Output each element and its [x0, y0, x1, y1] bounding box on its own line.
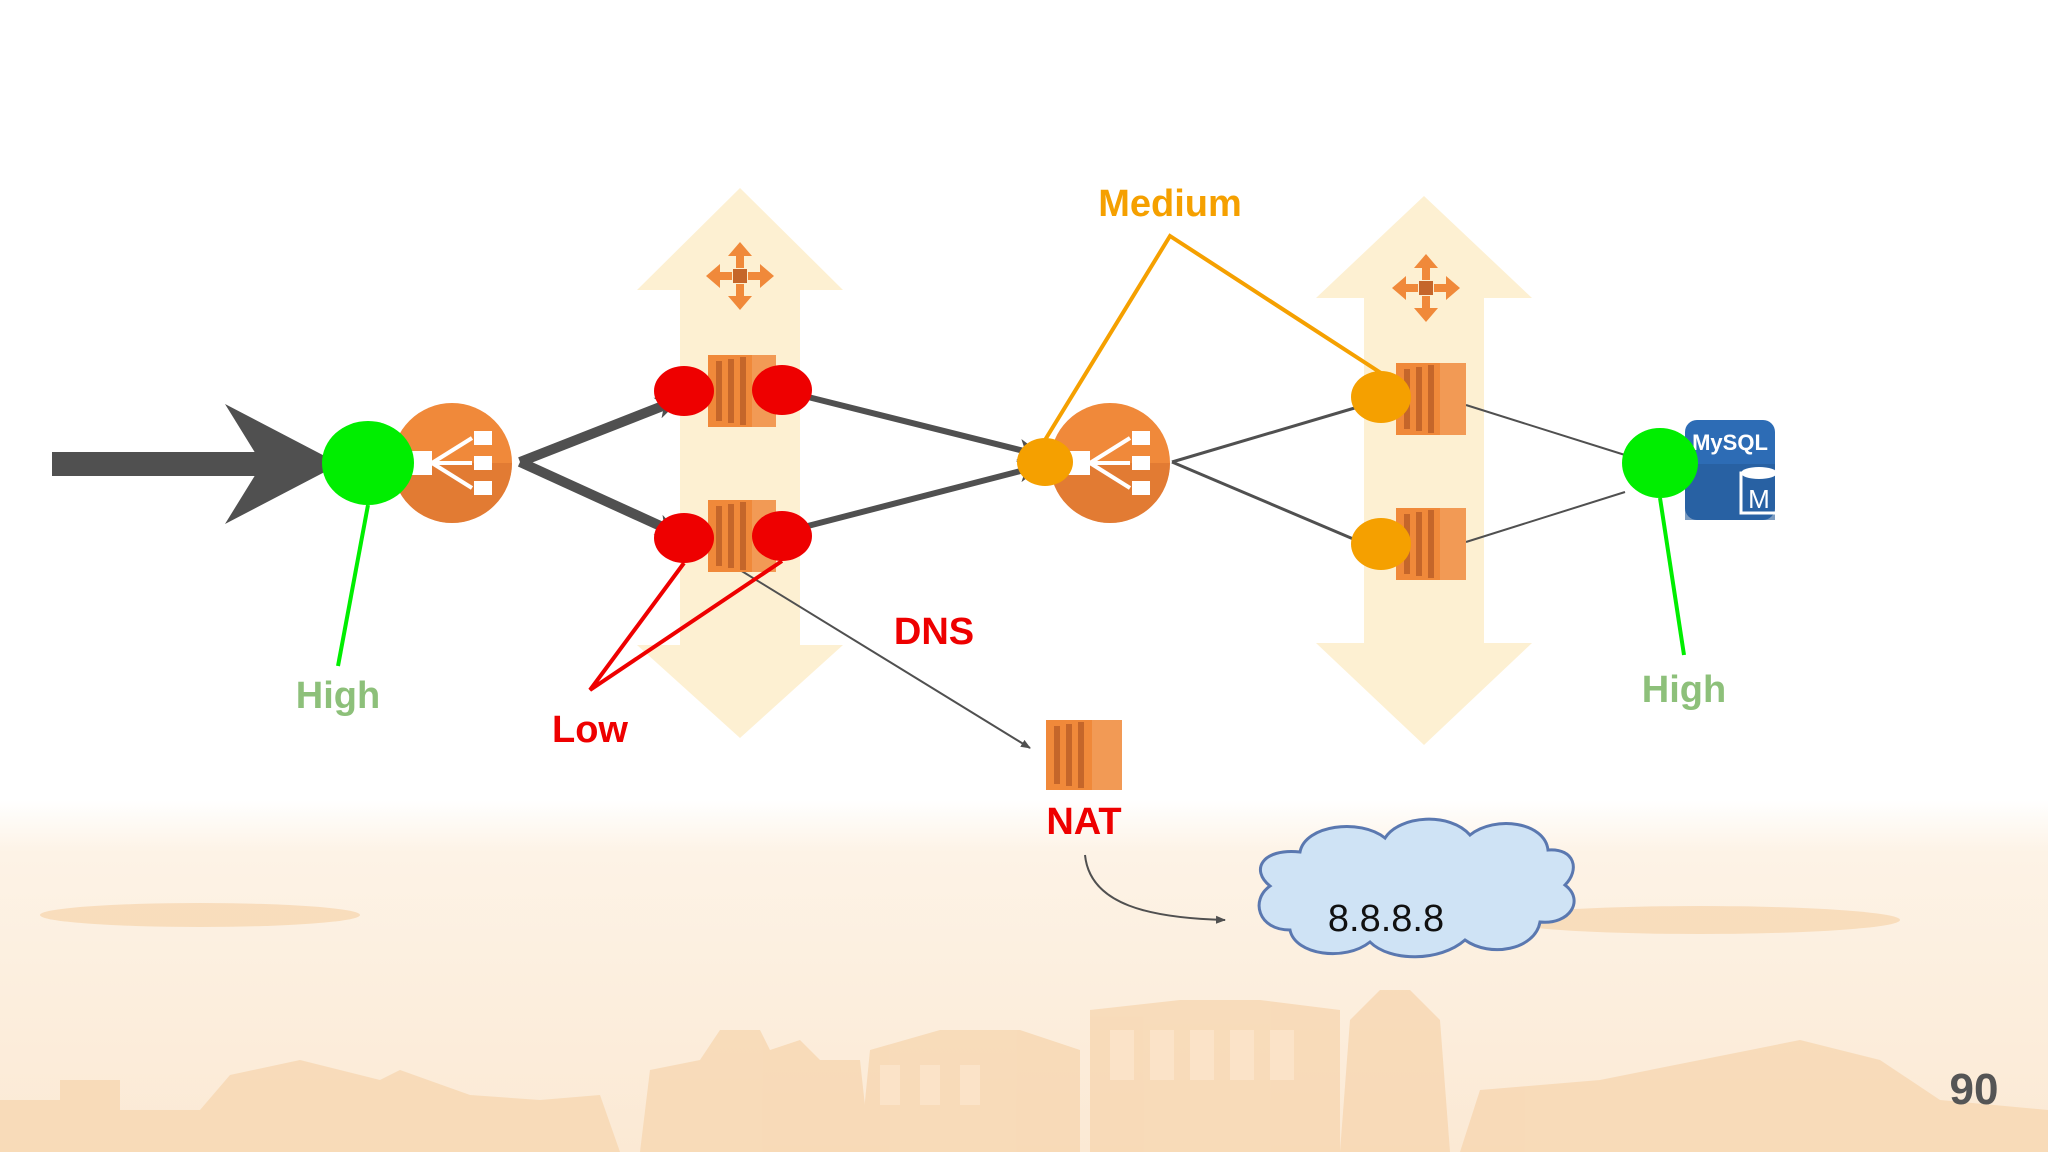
nat-label: NAT: [1046, 801, 1121, 843]
connectors: [517, 392, 1626, 924]
medium-dot: [1351, 371, 1411, 423]
auto-scaling-icon: [1392, 254, 1460, 322]
skyline-background: [0, 800, 2048, 1152]
nat-instance-icon: [1046, 720, 1122, 790]
cloud-icon: 8.8.8.8: [1257, 817, 1576, 959]
status-dots: [322, 365, 1698, 570]
elb-icon: [392, 403, 512, 523]
elb-icon: [1050, 403, 1170, 523]
low-label: Low: [552, 709, 628, 751]
incoming-traffic-arrow: [52, 404, 340, 524]
medium-dot: [1351, 518, 1411, 570]
dns-label: DNS: [894, 611, 974, 653]
medium-dot: [1017, 438, 1073, 486]
auto-scaling-icon: [706, 242, 774, 310]
mysql-badge: M: [1748, 484, 1770, 514]
low-dot: [654, 366, 714, 416]
page-number: 90: [1950, 1065, 1999, 1114]
high-dot-right: [1622, 428, 1698, 498]
auto-scaling-band-right: [1316, 196, 1532, 745]
cloud-label: 8.8.8.8: [1328, 898, 1444, 940]
low-dot: [752, 365, 812, 415]
callout-lines: [336, 233, 1686, 692]
high-dot-left: [322, 421, 414, 505]
low-dot: [752, 511, 812, 561]
medium-label: Medium: [1098, 183, 1242, 225]
mysql-db-icon: MySQL M: [1685, 420, 1779, 520]
high-label-right: High: [1642, 669, 1726, 711]
low-dot: [654, 513, 714, 563]
high-label-left: High: [296, 675, 380, 717]
mysql-title: MySQL: [1692, 430, 1768, 455]
